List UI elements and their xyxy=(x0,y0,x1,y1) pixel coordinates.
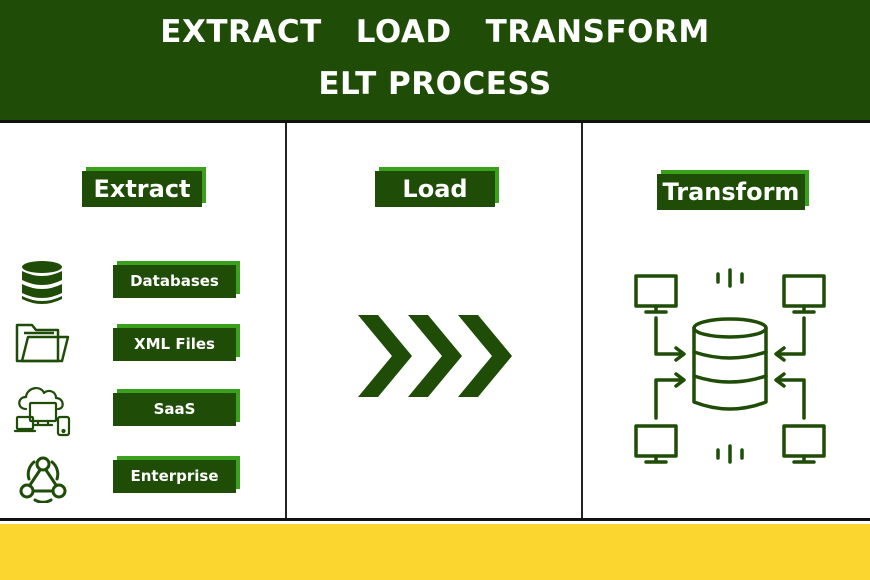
source-databases: Databases xyxy=(113,265,236,298)
load-title: Load xyxy=(375,171,495,207)
footer-band xyxy=(0,524,870,580)
source-enterprise: Enterprise xyxy=(113,460,236,493)
stage-panels: Extract Databases XML Files xyxy=(0,123,870,521)
title-row: EXTRACT LOAD TRANSFORM xyxy=(0,14,870,50)
header-banner: EXTRACT LOAD TRANSFORM ELT PROCESS xyxy=(0,0,870,123)
transform-title: Transform xyxy=(657,174,805,210)
title-word-transform: TRANSFORM xyxy=(485,14,710,50)
central-database-network-icon xyxy=(632,268,828,472)
panel-divider xyxy=(581,123,583,518)
panel-divider xyxy=(285,123,287,518)
page-subtitle: ELT PROCESS xyxy=(318,66,552,102)
triple-chevron-right-icon xyxy=(358,315,514,401)
source-saas: SaaS xyxy=(113,393,236,426)
cloud-computer-icon xyxy=(13,379,72,441)
title-word-load: LOAD xyxy=(355,14,452,50)
extract-title: Extract xyxy=(82,171,202,207)
folder-icon xyxy=(14,321,70,369)
title-word-extract: EXTRACT xyxy=(160,14,322,50)
source-xml-files: XML Files xyxy=(113,328,236,361)
database-icon xyxy=(20,260,64,310)
webhook-icon xyxy=(17,453,69,507)
